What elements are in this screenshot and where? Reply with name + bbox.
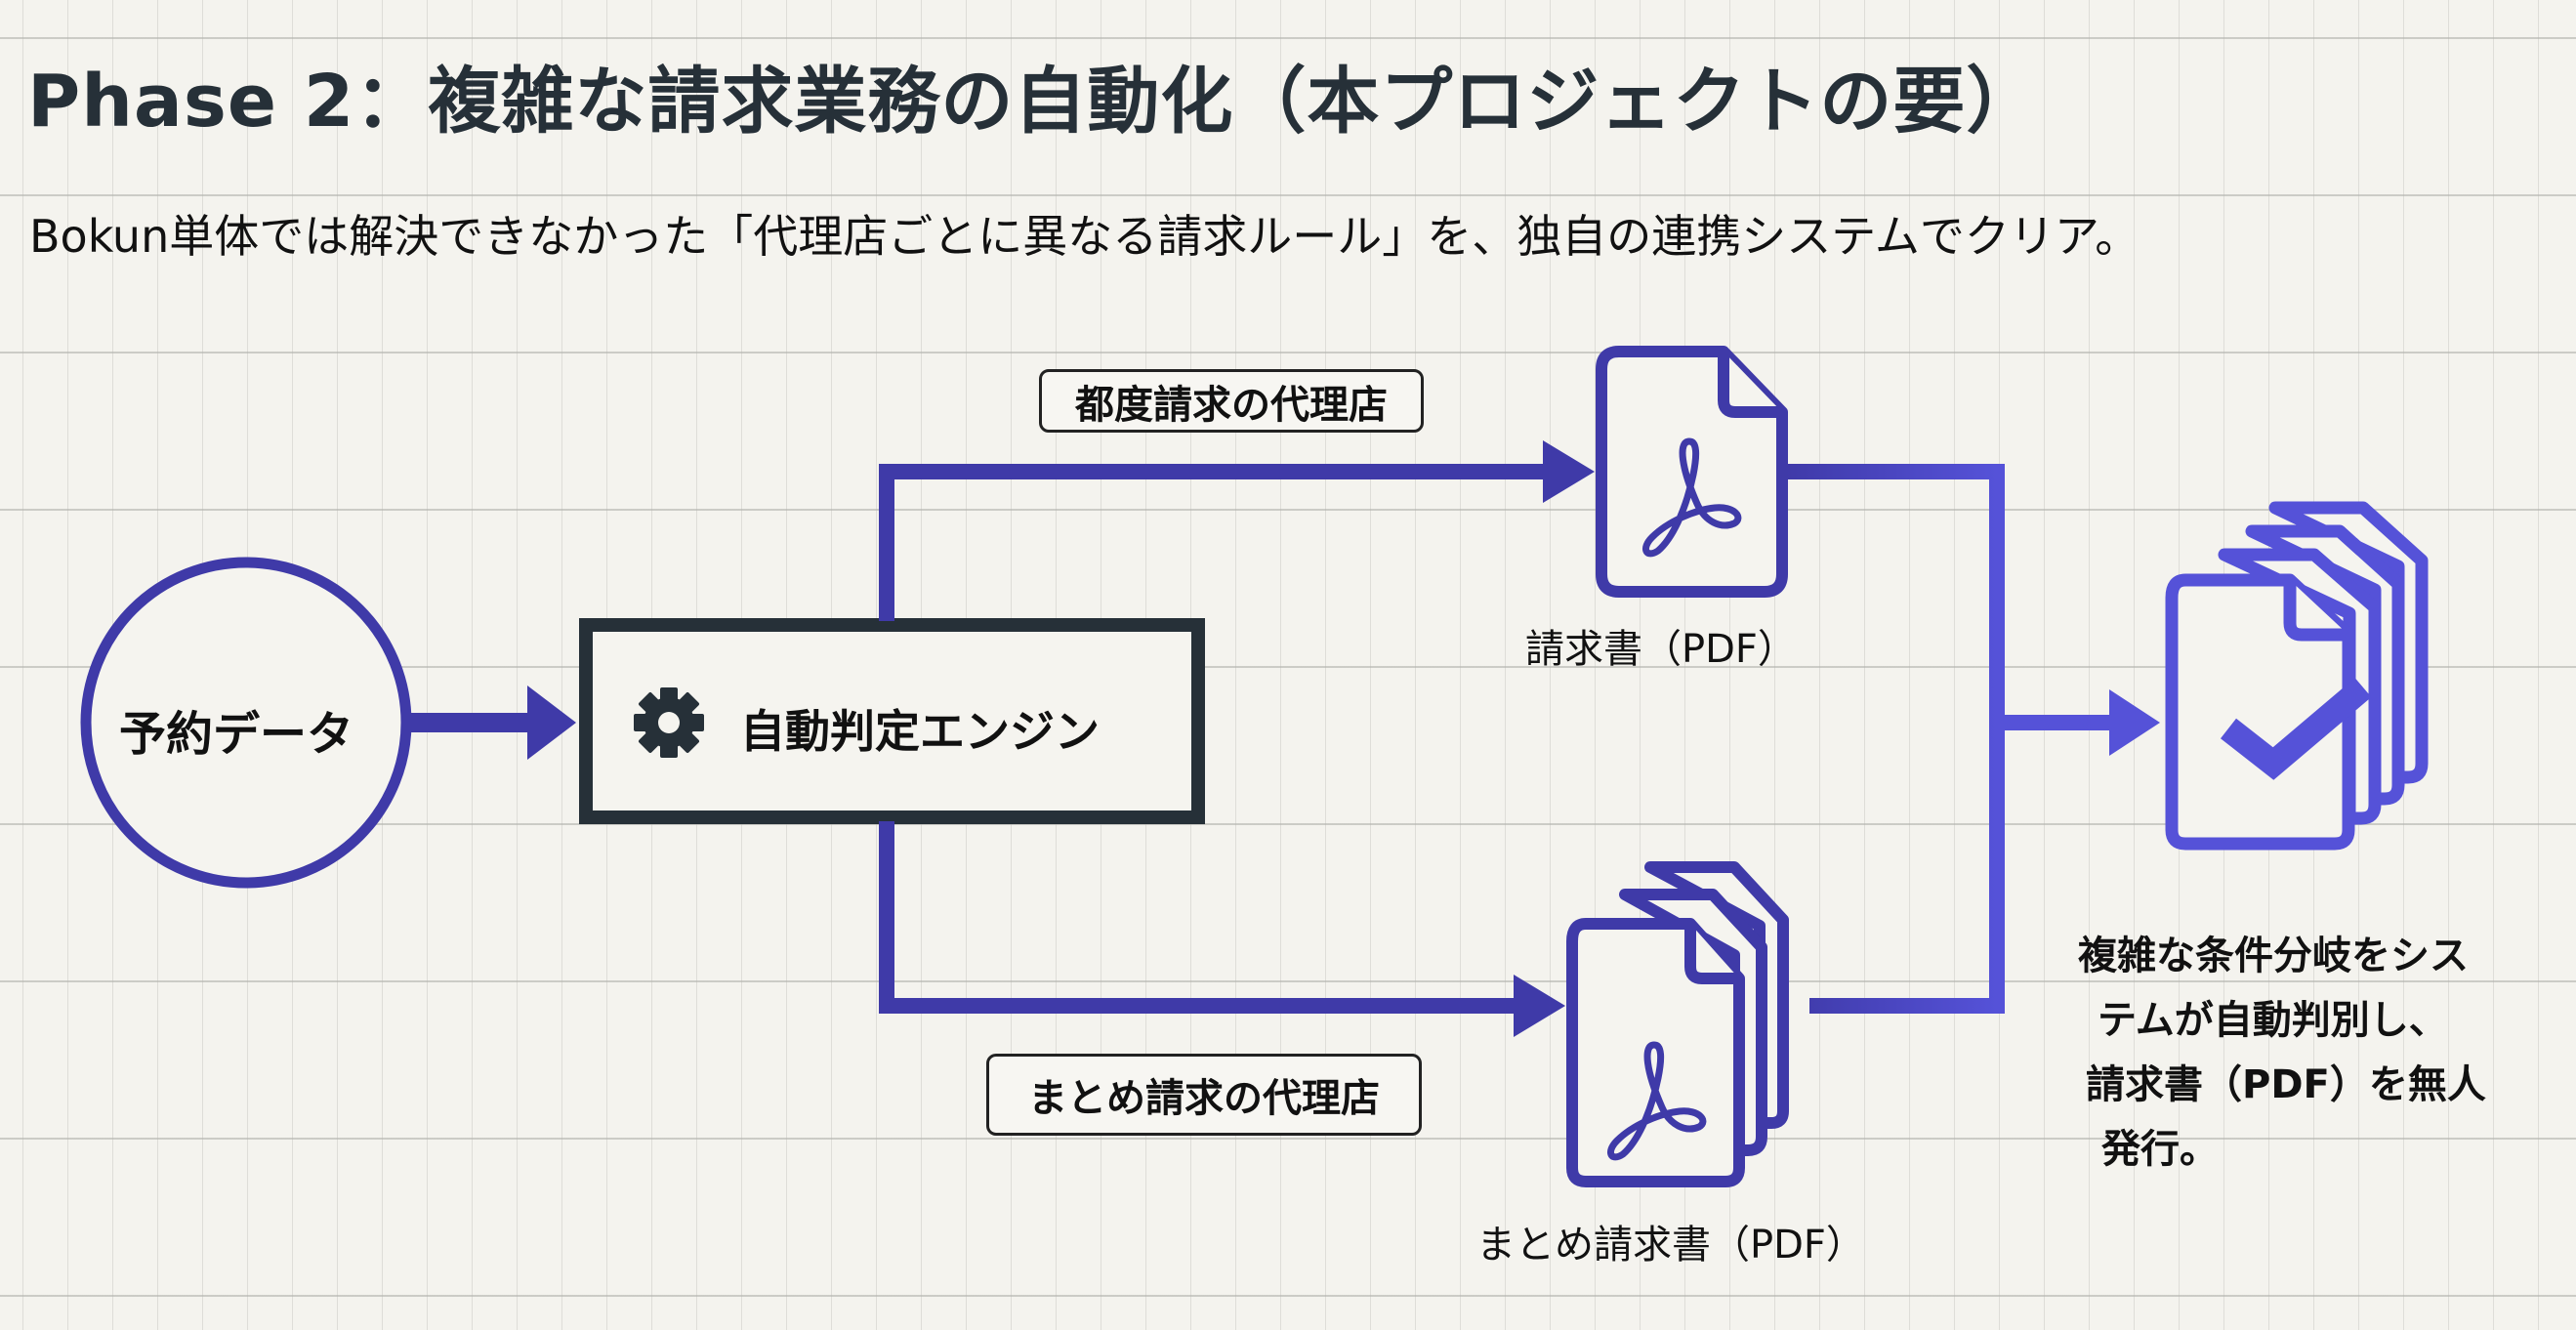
caption-line: 請求書（PDF）を無人 xyxy=(2086,1062,2486,1107)
branch-label-consolidated: まとめ請求の代理店 xyxy=(986,1054,1422,1136)
checkmark-icon xyxy=(2220,678,2372,780)
gear-icon xyxy=(634,687,704,758)
output-label-consolidated-pdf: まとめ請求書（PDF） xyxy=(1476,1223,1865,1268)
caption-line: 発行。 xyxy=(2101,1127,2219,1172)
output-label-invoice-pdf: 請求書（PDF） xyxy=(1525,627,1797,672)
page-title: Phase 2：複雑な請求業務の自動化（本プロジェクトの要） xyxy=(27,60,2040,144)
branch-top-connector xyxy=(879,440,1595,621)
caption-line: テムが自動判別し、 xyxy=(2098,998,2448,1043)
merge-connector xyxy=(1785,464,2160,1014)
checked-documents-stack-icon xyxy=(2165,501,2429,851)
source-circle-node[interactable] xyxy=(80,557,412,889)
branch-bottom-connector xyxy=(879,821,1565,1037)
result-caption: 複雑な条件分岐をシス テムが自動判別し、 請求書（PDF）を無人 発行。 xyxy=(2078,924,2537,1182)
source-node-label: 予約データ xyxy=(119,707,354,762)
arrow-source-to-engine xyxy=(410,686,576,760)
pdf-document-icon xyxy=(1596,346,1788,598)
pdf-document-stack-icon xyxy=(1566,861,1789,1187)
branch-label-per-invoice: 都度請求の代理店 xyxy=(1039,369,1424,433)
caption-line: 複雑な条件分岐をシス xyxy=(2078,934,2469,978)
page-subtitle: Bokun単体では解決できなかった「代理店ごとに異なる請求ルール」を、独自の連携… xyxy=(29,210,2140,263)
pdf-acrobat-glyph xyxy=(1642,437,1742,558)
engine-node-label: 自動判定エンジン xyxy=(740,705,1100,758)
